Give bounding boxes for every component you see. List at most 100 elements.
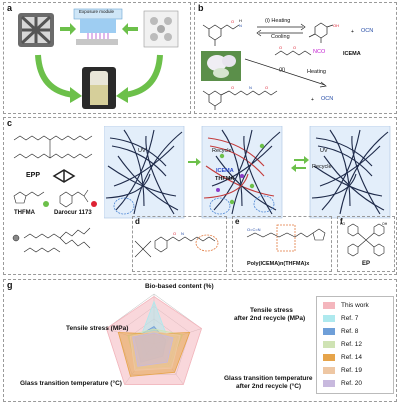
- axis-label-ts: Tensile stress (MPa): [66, 325, 129, 332]
- legend-swatch: [323, 341, 335, 348]
- panel-e-caption: Poly(ICEMA)n(THFMA)x: [247, 261, 310, 267]
- axis-label-tg: Glass transition temperature (°C): [20, 380, 122, 387]
- legend-label: Ref. 19: [341, 367, 362, 374]
- panel-b: b O N H OH +: [194, 2, 397, 114]
- legend-item: This work: [323, 299, 393, 312]
- legend-item: Ref. 14: [323, 351, 393, 364]
- exposure-module: [73, 8, 123, 45]
- legend-label: Ref. 8: [341, 328, 359, 335]
- legend-swatch: [323, 367, 335, 374]
- legend-swatch: [323, 302, 335, 309]
- panel-c: c EPP THFMA Darocur 1173: [3, 117, 397, 275]
- svg-text:O: O: [231, 85, 234, 90]
- network-box-3: [309, 126, 391, 219]
- svg-text:N: N: [249, 85, 252, 90]
- legend-swatch: [323, 328, 335, 335]
- legend-swatch: [323, 315, 335, 322]
- svg-text:HO: HO: [340, 222, 346, 226]
- panel-f-label: f: [340, 217, 343, 226]
- panel-f-caption: EP: [362, 261, 371, 267]
- panel-e: e O=C=N Poly(ICEMA)n(THFMA)x: [232, 216, 332, 272]
- monomer-structures: [12, 135, 97, 253]
- svg-text:O: O: [231, 19, 234, 24]
- exposure-module-label: Exposure module: [79, 9, 115, 14]
- ocn-label-top: OCN: [361, 28, 374, 34]
- legend-item: Ref. 12: [323, 338, 393, 351]
- svg-text:+: +: [351, 29, 354, 35]
- network-diagrams: [104, 126, 391, 219]
- svg-text:O: O: [173, 231, 176, 236]
- carbamate-structure: [202, 24, 240, 46]
- reagent-label: ICEMA: [343, 51, 361, 57]
- legend-label: Ref. 12: [341, 341, 362, 348]
- svg-text:OH: OH: [333, 23, 339, 28]
- panel-c-label: c: [7, 118, 13, 128]
- panel-g: g Bio-based content (%) Tensile stress a…: [3, 279, 397, 402]
- epp-label: EPP: [26, 172, 41, 179]
- uv-label: UV: [138, 148, 146, 154]
- uv2-label: UV: [320, 148, 328, 154]
- axis-label-ts2-line1: Tensile stress: [250, 307, 293, 314]
- legend-swatch: [323, 380, 335, 387]
- panel-e-label: e: [235, 217, 240, 226]
- svg-text:N: N: [239, 23, 242, 28]
- legend-item: Ref. 8: [323, 325, 393, 338]
- step2-condition-label: Heating: [307, 69, 326, 75]
- legend-swatch: [323, 354, 335, 361]
- panel-a: a: [3, 2, 191, 114]
- legend-label: Ref. 14: [341, 354, 362, 361]
- panel-b-scheme: O N H OH + O O: [201, 18, 354, 110]
- radar-chart: [105, 293, 203, 385]
- process-arrows: [188, 156, 309, 172]
- panel-d-structure: N O: [134, 231, 219, 258]
- legend-label: Ref. 20: [341, 380, 362, 387]
- legend-item: Ref. 20: [323, 377, 393, 390]
- panel-e-structure: O=C=N: [246, 224, 326, 252]
- radar-series: [105, 296, 203, 385]
- axis-label-tg2-line1: Glass transition temperature: [224, 375, 313, 382]
- svg-text:N: N: [181, 231, 184, 236]
- svg-text:+: +: [311, 97, 314, 103]
- axis-label-tg2-line2: after 2nd recycle (°C): [236, 383, 302, 390]
- network-box-2: [201, 126, 283, 219]
- radar-series-7: [132, 332, 174, 367]
- svg-text:OH: OH: [382, 222, 388, 226]
- lilac-photo: [201, 51, 241, 81]
- axis-label-ts2-line2: after 2nd recycle (MPa): [234, 315, 306, 322]
- icema-label: ICEMA: [216, 168, 234, 174]
- panel-g-label: g: [7, 280, 13, 290]
- axis-label-bio: Bio-based content (%): [145, 283, 214, 290]
- printed-lattice-left: [18, 13, 54, 47]
- step2-label: (ii): [279, 67, 286, 73]
- svg-text:H: H: [239, 18, 242, 23]
- panel-d: d N O: [132, 216, 227, 272]
- recycle-label: Recycle: [212, 148, 232, 154]
- resin-vial: [82, 67, 116, 109]
- printed-lattice-right: [143, 10, 179, 48]
- legend-label: This work: [341, 302, 369, 309]
- legend-label: Ref. 7: [341, 315, 359, 322]
- panel-d-label: d: [135, 217, 140, 226]
- svg-text:O=C=N: O=C=N: [247, 227, 261, 232]
- network-box-1: [104, 126, 185, 219]
- svg-text:O: O: [265, 85, 268, 90]
- phenol-structure: [308, 22, 334, 43]
- recycle2-label: Recycle: [312, 164, 332, 170]
- panel-a-label: a: [7, 3, 13, 13]
- svg-text:O: O: [293, 45, 296, 50]
- panel-b-label: b: [198, 3, 204, 13]
- ocn-label-bottom: OCN: [321, 96, 334, 102]
- step1-reverse-label: Cooling: [271, 34, 290, 40]
- nco-label: NCO: [313, 49, 326, 55]
- legend-item: Ref. 19: [323, 364, 393, 377]
- panel-f-structure: HO OH: [340, 222, 388, 257]
- icema-structure: [274, 50, 312, 56]
- panel-a-illustration: [18, 8, 179, 109]
- panel-f: f HO OH EP: [337, 216, 395, 272]
- bottom-product-structure: [202, 90, 278, 110]
- thfma-arrow-label: THFMA: [215, 176, 235, 182]
- svg-text:O: O: [279, 45, 282, 50]
- step1-label: (i) Heating: [265, 18, 291, 24]
